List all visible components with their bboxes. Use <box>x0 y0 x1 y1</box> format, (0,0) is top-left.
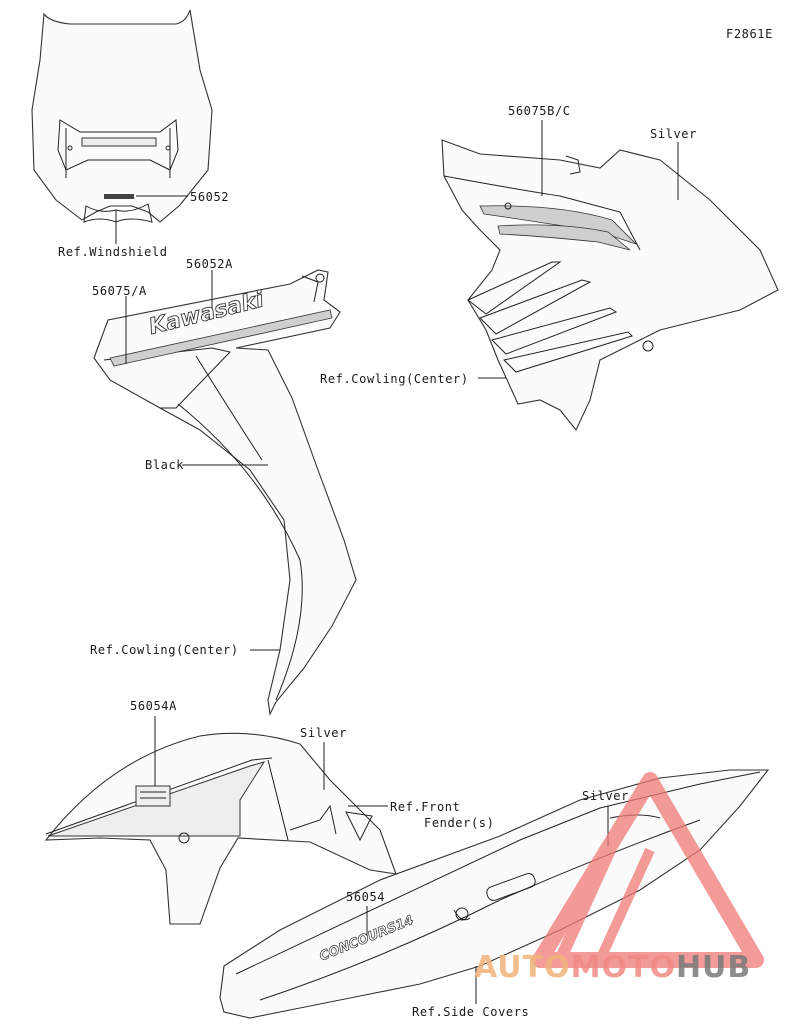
windshield-decal <box>104 194 134 199</box>
figure-code: F2861E <box>726 27 773 41</box>
label-56054a: 56054A <box>130 699 177 713</box>
cowling-center-right <box>441 139 779 432</box>
label-56052a: 56052A <box>186 257 233 271</box>
label-56075a: 56075/A <box>92 284 147 298</box>
fender-decal <box>135 785 171 807</box>
watermark-logo <box>532 772 764 968</box>
label-ref-cowling-center-left: Ref.Cowling(Center) <box>90 643 239 657</box>
front-fender <box>44 732 397 925</box>
label-silver-fender: Silver <box>300 726 347 740</box>
label-ref-front-fender-line1: Ref.Front <box>390 800 461 814</box>
label-56052: 56052 <box>190 190 230 204</box>
watermark-text: AUTOMOTOHUB <box>474 950 751 985</box>
cowling-center-left <box>93 269 357 716</box>
label-56075bc: 56075B/C <box>508 104 571 118</box>
side-cover <box>219 769 770 1019</box>
label-56054: 56054 <box>346 890 386 904</box>
watermark-hub: HUB <box>675 950 752 985</box>
label-silver-side: Silver <box>582 789 629 803</box>
label-ref-cowling-center-right: Ref.Cowling(Center) <box>320 372 469 386</box>
label-ref-front-fender-line2: Fender(s) <box>424 816 495 830</box>
windshield <box>31 9 213 223</box>
label-black: Black <box>145 458 185 472</box>
label-ref-windshield: Ref.Windshield <box>58 245 168 259</box>
watermark-auto: AUTO <box>474 950 571 985</box>
watermark-moto: MOTO <box>570 950 676 985</box>
label-ref-side-covers: Ref.Side Covers <box>412 1005 530 1019</box>
label-silver-cowling: Silver <box>650 127 697 141</box>
